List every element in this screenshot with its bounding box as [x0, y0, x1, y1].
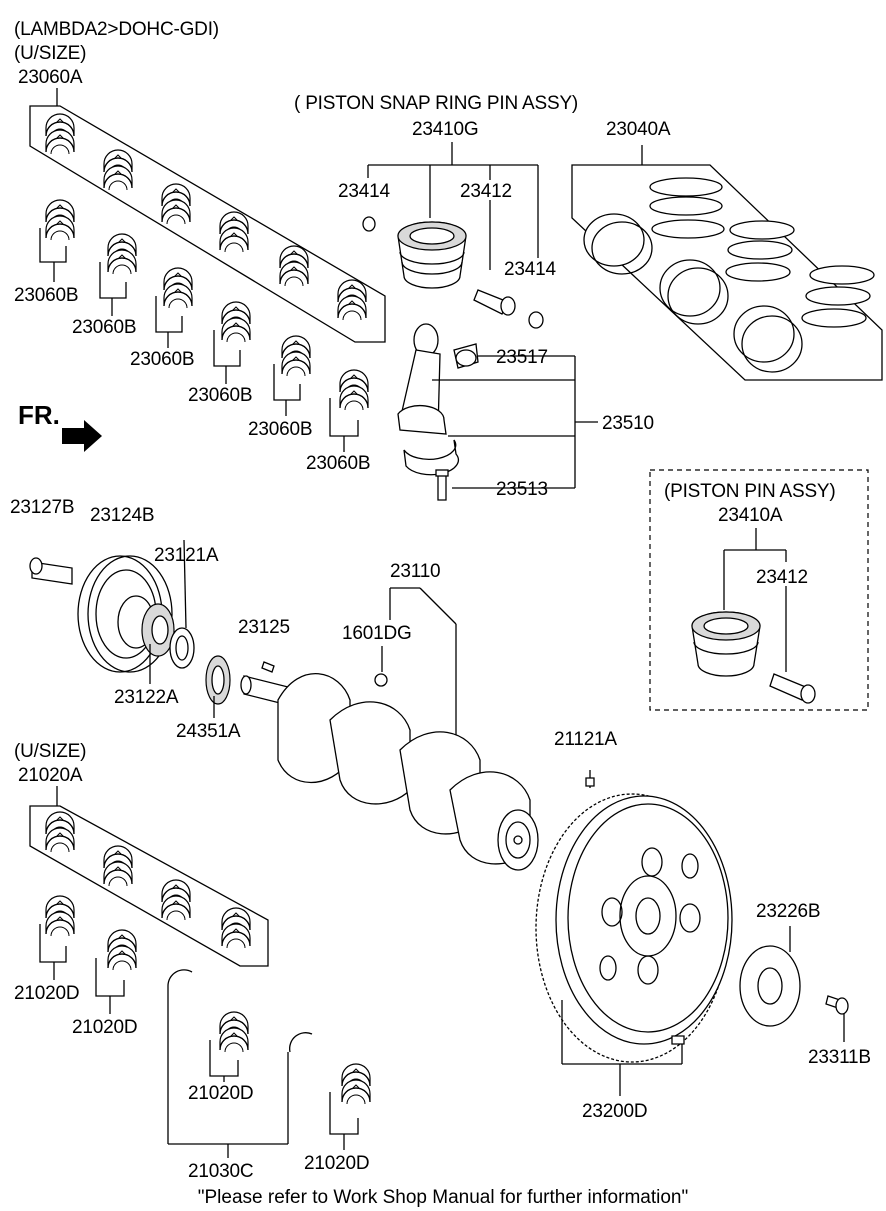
- front-marker: FR.: [18, 400, 60, 430]
- part-23060B-4[interactable]: 23060B: [188, 385, 253, 406]
- part-23040A[interactable]: 23040A: [606, 119, 671, 140]
- part-21020D-4[interactable]: 21020D: [304, 1153, 370, 1174]
- part-23311B[interactable]: 23311B: [808, 1047, 871, 1068]
- part-21020D-2[interactable]: 21020D: [72, 1017, 138, 1038]
- part-21020A[interactable]: 21020A: [18, 765, 83, 786]
- part-23226B[interactable]: 23226B: [756, 901, 821, 922]
- part-24351A[interactable]: 24351A: [176, 721, 241, 742]
- flywheel: [535, 770, 733, 1096]
- part-23412-top[interactable]: 23412: [460, 181, 512, 202]
- part-23121A[interactable]: 23121A: [154, 545, 219, 566]
- part-21030C[interactable]: 21030C: [188, 1161, 254, 1182]
- part-23410G[interactable]: 23410G: [412, 119, 479, 140]
- part-1601DG[interactable]: 1601DG: [342, 623, 412, 644]
- part-21020D-1[interactable]: 21020D: [14, 983, 80, 1004]
- group-piston-snap-ring-pin-assy: ( PISTON SNAP RING PIN ASSY): [294, 93, 579, 114]
- part-23414-right[interactable]: 23414: [504, 259, 556, 280]
- part-23414-left[interactable]: 23414: [338, 181, 390, 202]
- group-piston-pin-assy: (PISTON PIN ASSY): [664, 481, 836, 502]
- main-bearing-set-upper: [29, 88, 386, 343]
- part-23122A[interactable]: 23122A: [114, 687, 179, 708]
- piston-ring-set: [571, 145, 883, 381]
- part-23513[interactable]: 23513: [496, 479, 548, 500]
- part-21020D-3[interactable]: 21020D: [188, 1083, 254, 1104]
- damper-pulley: [29, 539, 275, 718]
- part-23510[interactable]: 23510: [602, 413, 654, 434]
- part-23124B[interactable]: 23124B: [90, 505, 155, 526]
- flex-plate: [739, 926, 849, 1042]
- main-bearing-set-lower: [29, 786, 370, 1158]
- part-23517[interactable]: 23517: [496, 347, 548, 368]
- connecting-rod: [397, 323, 598, 501]
- upper-bearing-pairs: [39, 200, 368, 452]
- crankshaft: [240, 587, 539, 871]
- part-23060B-5[interactable]: 23060B: [248, 419, 313, 440]
- engine-title: (LAMBDA2>DOHC-GDI): [14, 19, 219, 40]
- piston-assembly: [362, 142, 544, 329]
- part-23060A[interactable]: 23060A: [18, 67, 83, 88]
- undersize-label-bottom: (U/SIZE): [14, 741, 87, 762]
- part-21121A[interactable]: 21121A: [554, 729, 617, 750]
- undersize-label-top: (U/SIZE): [14, 43, 87, 64]
- part-23200D[interactable]: 23200D: [582, 1101, 648, 1122]
- piston-pin-assy-box: [649, 469, 869, 711]
- part-23125[interactable]: 23125: [238, 617, 290, 638]
- part-23110[interactable]: 23110: [390, 561, 441, 582]
- part-23412-box[interactable]: 23412: [756, 567, 808, 588]
- footer-note: "Please refer to Work Shop Manual for fu…: [197, 1187, 689, 1208]
- part-23060B-1[interactable]: 23060B: [14, 285, 79, 306]
- part-23060B-2[interactable]: 23060B: [72, 317, 137, 338]
- front-arrow: [62, 420, 102, 452]
- part-23127B[interactable]: 23127B: [10, 497, 75, 518]
- part-23060B-6[interactable]: 23060B: [306, 453, 371, 474]
- part-23060B-3[interactable]: 23060B: [130, 349, 195, 370]
- part-23410A[interactable]: 23410A: [718, 505, 783, 526]
